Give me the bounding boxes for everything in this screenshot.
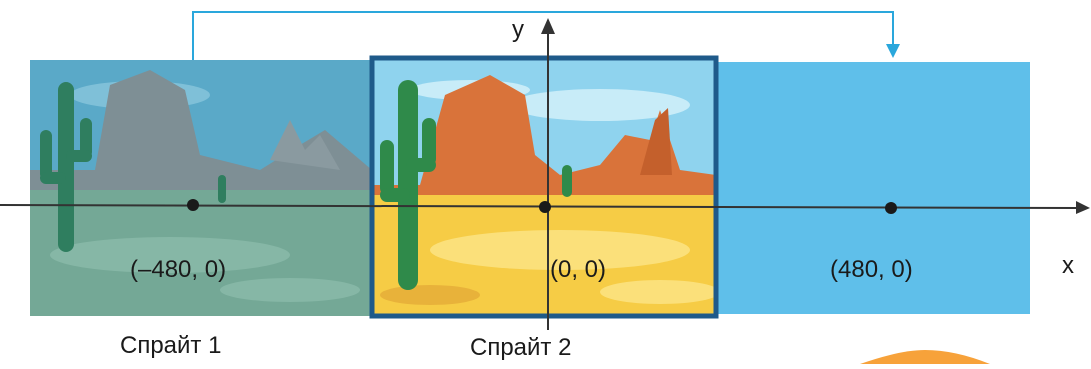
y-axis-label: y	[512, 16, 524, 43]
point-origin	[539, 201, 551, 213]
point-minus-480	[187, 199, 199, 211]
sprite-3-panel	[712, 62, 1030, 314]
point-label-plus-480: (480, 0)	[830, 256, 913, 283]
point-label-origin: (0, 0)	[550, 256, 607, 283]
move-arrow	[192, 11, 894, 60]
move-arrow-head	[886, 44, 900, 58]
sprite-2-panel	[372, 58, 716, 316]
x-axis-label: x	[1062, 252, 1074, 279]
sprite-2-caption: Спрайт 2	[470, 334, 572, 361]
point-plus-480	[885, 202, 897, 214]
sprite-2-frame	[369, 55, 719, 319]
sprite-1-panel	[30, 60, 372, 316]
orange-decoration	[860, 350, 990, 364]
sprite-1-caption: Спрайт 1	[120, 332, 222, 359]
x-axis-arrowhead	[1076, 201, 1090, 214]
point-label-minus-480: (–480, 0)	[130, 256, 227, 283]
x-axis	[0, 204, 1079, 209]
y-axis-arrowhead	[541, 18, 555, 34]
